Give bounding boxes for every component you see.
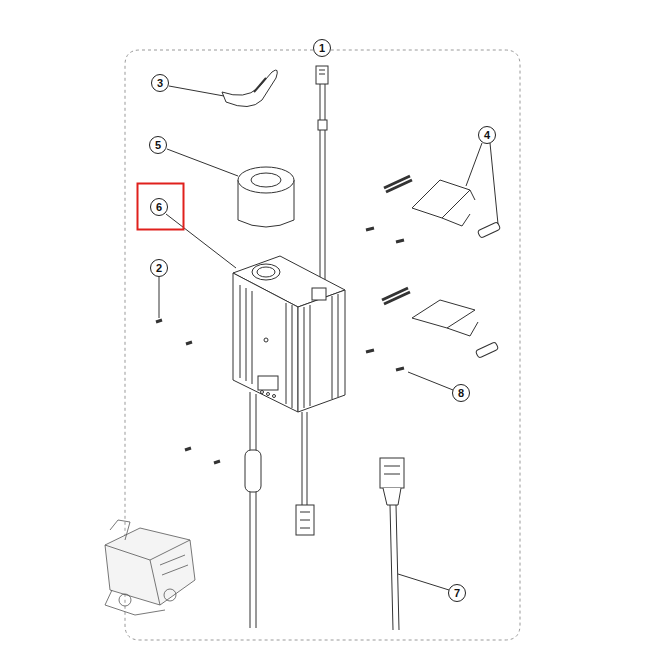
callout-number: 5 — [149, 136, 167, 154]
callout-number: 3 — [151, 74, 169, 92]
callout-number: 8 — [452, 384, 470, 402]
callout-text: 2 — [156, 263, 162, 274]
callout-number: 2 — [150, 259, 168, 277]
callout-number: 7 — [448, 584, 466, 602]
callout-text: 4 — [484, 130, 490, 141]
callout-number: 6 — [150, 198, 168, 216]
callout-text: 1 — [319, 43, 325, 54]
callout-number: 1 — [313, 39, 331, 57]
callout-text: 5 — [155, 140, 161, 151]
callout-text: 6 — [156, 202, 162, 213]
callout-text: 7 — [454, 588, 460, 599]
callout-number: 4 — [478, 126, 496, 144]
callout-text: 8 — [458, 388, 464, 399]
callout-text: 3 — [157, 78, 163, 89]
